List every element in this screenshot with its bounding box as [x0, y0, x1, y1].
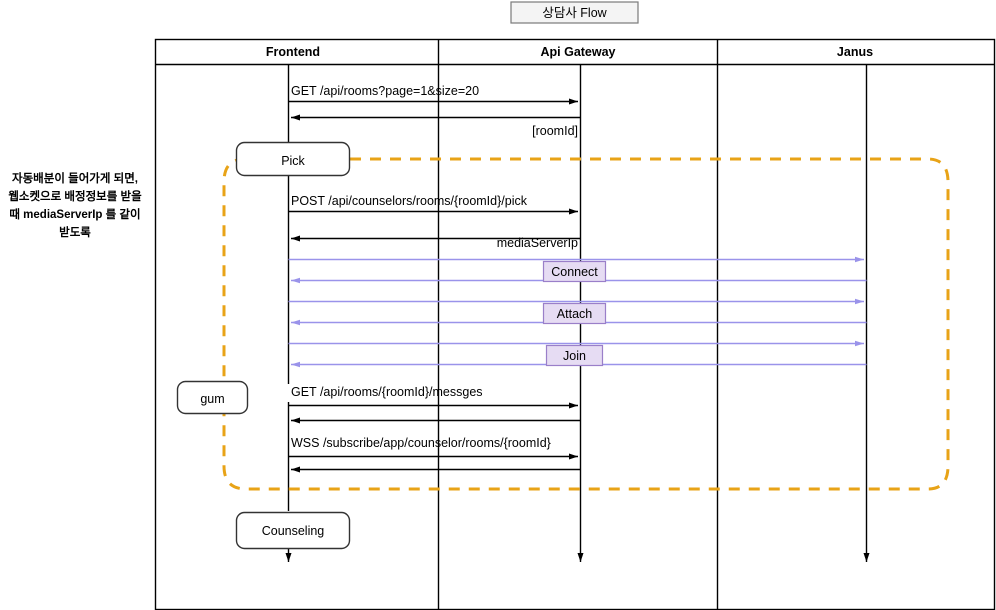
message-get-messages-label: GET /api/rooms/{roomId}/messges [291, 385, 483, 399]
lane-header-frontend-label: Frontend [266, 45, 320, 59]
activity-box-gum[interactable]: gum [176, 380, 249, 415]
message-box-connect[interactable]: Connect [542, 260, 607, 283]
auto-assign-loop-dashed-path [222, 157, 950, 491]
lane-header-api-gateway-label: Api Gateway [540, 45, 615, 59]
message-roomid-response-label: [roomId] [532, 124, 578, 138]
activity-box-gum-label: gum [200, 392, 224, 406]
message-box-join[interactable]: Join [545, 344, 604, 367]
side-note-line-4: 받도록 [59, 225, 91, 239]
activity-box-pick[interactable]: Pick [235, 141, 351, 177]
message-wss-subscribe: WSS /subscribe/app/counselor/rooms/{room… [288, 436, 578, 460]
message-mediaserverip-response: mediaServerIp [291, 235, 581, 250]
lane-header-frontend: Frontend [266, 45, 320, 59]
message-roomid-response: [roomId] [291, 114, 581, 138]
message-box-connect-label: Connect [551, 265, 598, 279]
diagram-title-label: 상담사 Flow [542, 6, 607, 20]
side-note-line-2: 웹소켓으로 배정정보를 받을 [8, 189, 142, 203]
message-box-attach[interactable]: Attach [542, 302, 607, 325]
message-get-rooms: GET /api/rooms?page=1&size=20 [288, 84, 578, 105]
message-get-messages: GET /api/rooms/{roomId}/messges [288, 385, 578, 409]
side-note: 자동배분이 들어가게 되면, 웹소켓으로 배정정보를 받을 때 mediaSer… [8, 171, 142, 239]
message-get-rooms-label: GET /api/rooms?page=1&size=20 [291, 84, 479, 98]
activity-box-counseling[interactable]: Counseling [235, 511, 351, 550]
message-box-join-label: Join [563, 349, 586, 363]
activity-box-pick-label: Pick [281, 154, 305, 168]
message-box-attach-label: Attach [557, 307, 592, 321]
lane-header-api-gateway: Api Gateway [540, 45, 615, 59]
side-note-line-3: 때 mediaServerIp 를 같이 [9, 207, 140, 221]
activity-box-counseling-label: Counseling [262, 524, 325, 538]
message-mediaserverip-label: mediaServerIp [497, 236, 578, 250]
message-wss-subscribe-label: WSS /subscribe/app/counselor/rooms/{room… [291, 436, 551, 450]
message-post-pick-label: POST /api/counselors/rooms/{roomId}/pick [291, 194, 528, 208]
message-post-pick: POST /api/counselors/rooms/{roomId}/pick [288, 194, 578, 215]
lane-header-janus: Janus [837, 45, 873, 59]
diagram-title: 상담사 Flow [510, 1, 639, 24]
lane-header-janus-label: Janus [837, 45, 873, 59]
side-note-line-1: 자동배분이 들어가게 되면, [12, 171, 138, 185]
